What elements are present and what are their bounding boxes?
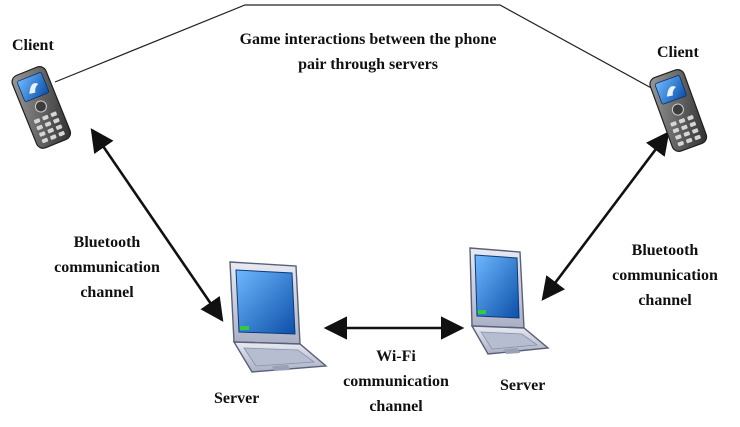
bluetooth-right-line-2: communication	[612, 267, 718, 284]
mobile-phone-icon	[11, 66, 72, 149]
bluetooth-left-line-3: channel	[80, 284, 134, 301]
laptop-icon	[229, 261, 328, 373]
game-interaction-line-1: Game interactions between the phone	[239, 31, 497, 48]
bluetooth-right-line-1: Bluetooth	[631, 242, 699, 259]
wifi-line-1: Wi-Fi	[376, 348, 416, 365]
laptop-icon	[469, 247, 550, 355]
wifi-line-3: channel	[369, 398, 423, 415]
client-label-left: Client	[12, 37, 54, 54]
client-label-right: Client	[657, 44, 699, 61]
bluetooth-arrow-left	[90, 128, 224, 322]
bluetooth-right-line-3: channel	[638, 292, 692, 309]
bluetooth-label-left: Bluetooth communication channel	[42, 230, 172, 305]
wifi-line-2: communication	[343, 373, 449, 390]
bluetooth-left-line-1: Bluetooth	[73, 234, 141, 251]
bluetooth-arrow-right	[541, 131, 670, 301]
game-interaction-label: Game interactions between the phone pair…	[218, 27, 518, 77]
game-interaction-line	[54, 4, 656, 91]
bluetooth-left-line-2: communication	[54, 259, 160, 276]
wifi-label: Wi-Fi communication channel	[336, 344, 456, 419]
game-interaction-line-2: pair through servers	[298, 56, 438, 73]
server-label-right: Server	[500, 377, 546, 394]
bluetooth-label-right: Bluetooth communication channel	[600, 238, 730, 313]
mobile-phone-icon	[649, 69, 708, 152]
server-label-left: Server	[214, 390, 260, 407]
